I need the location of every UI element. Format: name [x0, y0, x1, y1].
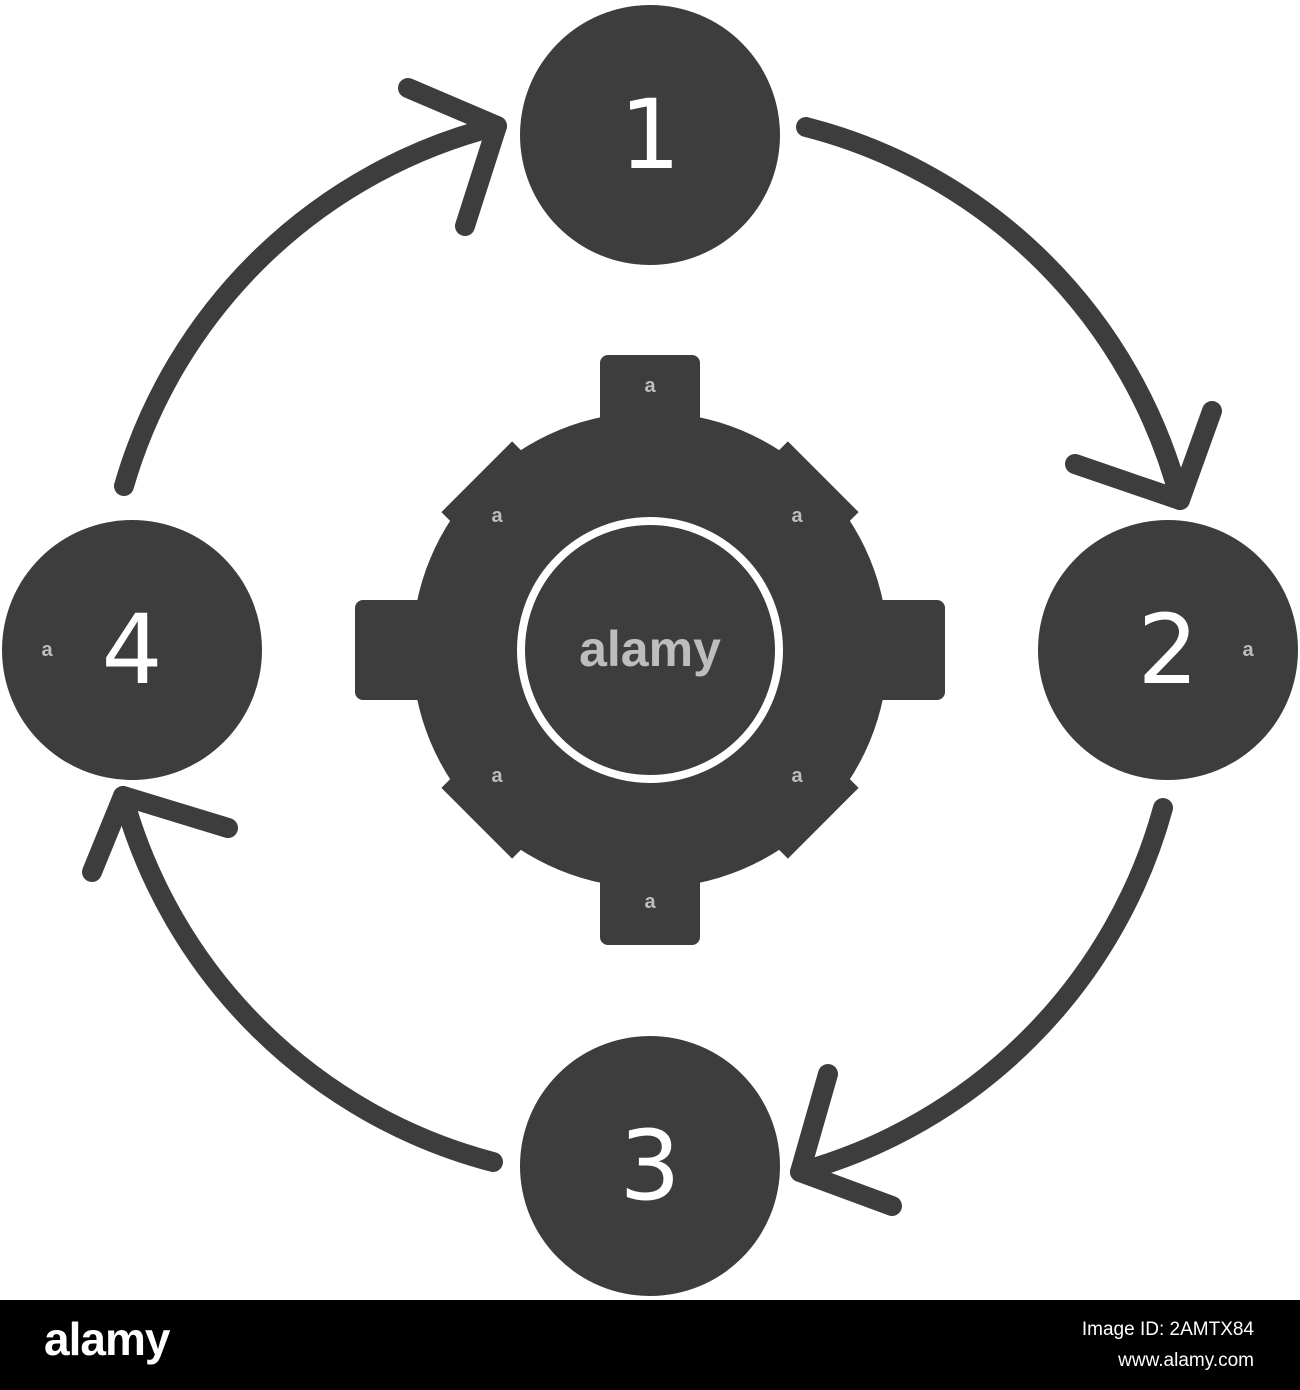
watermark-mark: a [491, 765, 503, 787]
step-2: 2 [1038, 520, 1298, 780]
arrowhead-4 [82, 786, 238, 882]
footer-info: Image ID: 2AMTX84 www.alamy.com [1082, 1314, 1254, 1376]
watermark: alamy a a a a a a a a [41, 375, 1254, 913]
watermark-mark: a [491, 505, 503, 527]
arrowhead-1 [398, 78, 507, 236]
step-4: 4 [2, 520, 262, 780]
arc-1-to-2 [796, 117, 1190, 510]
step-1: 1 [520, 5, 780, 265]
arrowhead-2 [1065, 401, 1222, 510]
watermark-mark: a [791, 505, 803, 527]
footer-bar: alamy Image ID: 2AMTX84 www.alamy.com [0, 1300, 1300, 1390]
step-1-label: 1 [619, 79, 680, 191]
image-id: Image ID: 2AMTX84 [1081, 1319, 1254, 1340]
watermark-center: alamy [579, 621, 721, 677]
arc-4-to-1 [114, 116, 507, 496]
step-3: 3 [520, 1036, 780, 1296]
watermark-mark: a [1242, 639, 1254, 661]
step-3-label: 3 [619, 1110, 680, 1222]
watermark-mark: a [644, 891, 656, 913]
watermark-mark: a [791, 765, 803, 787]
arrowhead-3 [790, 1064, 902, 1216]
watermark-mark: a [644, 375, 656, 397]
arc-2-to-3 [790, 798, 1173, 1182]
step-4-label: 4 [101, 594, 162, 706]
watermark-mark: a [41, 639, 53, 661]
alamy-logo: alamy [44, 1313, 170, 1365]
arc-3-to-4 [113, 786, 503, 1172]
step-2-label: 2 [1137, 594, 1198, 706]
cycle-arrows [82, 78, 1222, 1216]
process-cycle-diagram: 1 2 3 4 alamy a a a a a a a a [2, 5, 1298, 1296]
site-url: www.alamy.com [1118, 1350, 1254, 1371]
gear-icon [355, 355, 945, 945]
